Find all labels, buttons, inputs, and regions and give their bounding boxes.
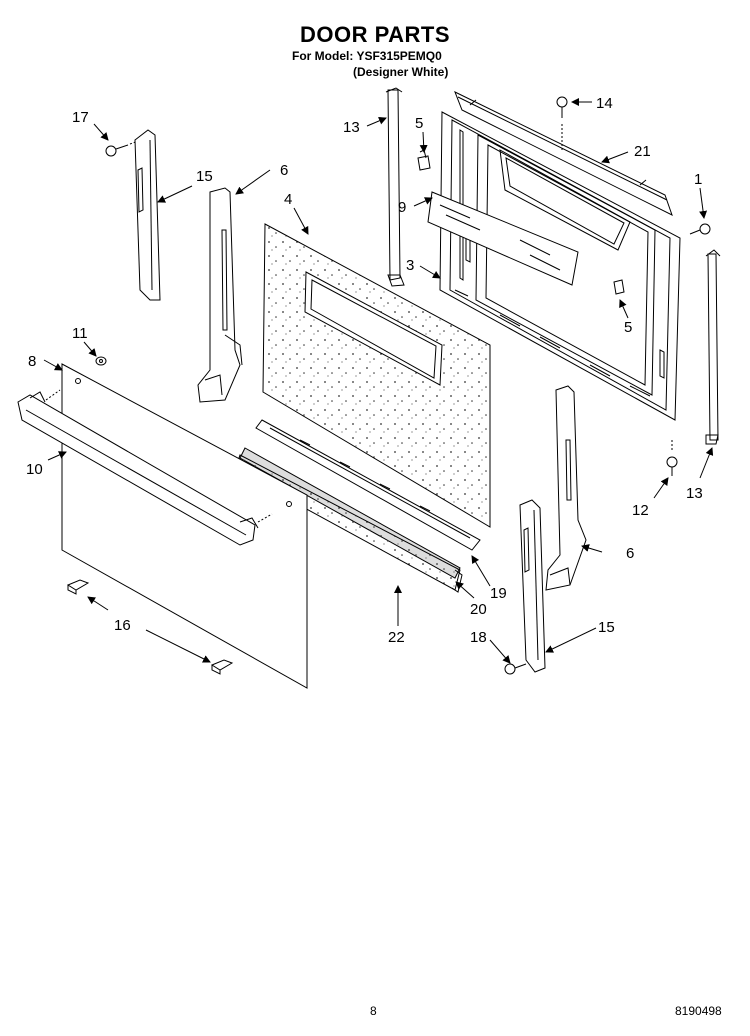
callout-6-left: 6	[280, 162, 288, 179]
callout-18: 18	[470, 629, 487, 646]
callout-21: 21	[634, 143, 651, 160]
channel-strip-part-13-left	[385, 87, 405, 287]
screw-part-12	[666, 440, 678, 476]
callout-15-left: 15	[196, 168, 213, 185]
grommet-part-11	[95, 356, 107, 366]
screw-part-18	[504, 663, 527, 675]
screw-part-14	[556, 96, 568, 150]
channel-strip-part-13-right	[705, 249, 721, 445]
hinge-arm-part-15-left	[134, 129, 161, 301]
door-handle-part-10	[17, 389, 273, 546]
callout-15-right: 15	[598, 619, 615, 636]
callout-20: 20	[470, 601, 487, 618]
clip-part-5-upper	[417, 149, 431, 171]
callout-3: 3	[406, 257, 414, 274]
clip-part-5-lower	[613, 279, 625, 295]
callout-1: 1	[694, 171, 702, 188]
glass-panel-part-9	[427, 191, 579, 286]
callout-10: 10	[26, 461, 43, 478]
page-number: 8	[370, 1004, 377, 1018]
callout-13-left: 13	[343, 119, 360, 136]
callout-14: 14	[596, 95, 613, 112]
insulation-part-4	[262, 223, 491, 528]
document-number: 8190498	[675, 1004, 722, 1018]
callout-6-right: 6	[626, 545, 634, 562]
callout-5-lower: 5	[624, 319, 632, 336]
callout-17: 17	[72, 109, 89, 126]
model-line: For Model: YSF315PEMQ0	[292, 49, 442, 63]
callout-4: 4	[284, 191, 292, 208]
callout-19: 19	[490, 585, 507, 602]
variant-line: (Designer White)	[353, 65, 449, 79]
lower-channel-part-19	[255, 419, 481, 551]
callout-13-right: 13	[686, 485, 703, 502]
clip-part-16-upper	[66, 579, 90, 595]
page-title: DOOR PARTS	[299, 22, 451, 47]
outer-door-panel-part-8	[61, 363, 308, 689]
callout-11: 11	[72, 325, 88, 342]
callout-12: 12	[632, 502, 649, 519]
screw-part-17	[105, 140, 139, 157]
callout-9: 9	[398, 199, 406, 216]
clip-part-16-lower	[210, 659, 234, 675]
hinge-arm-part-15-right	[519, 499, 546, 673]
callout-22: 22	[388, 629, 405, 646]
screw-part-1	[689, 223, 711, 235]
callout-8: 8	[28, 353, 36, 370]
hinge-part-6-right	[545, 385, 587, 591]
callout-16: 16	[114, 617, 131, 634]
callout-5-upper: 5	[415, 115, 423, 132]
hinge-part-6-left	[197, 187, 243, 403]
